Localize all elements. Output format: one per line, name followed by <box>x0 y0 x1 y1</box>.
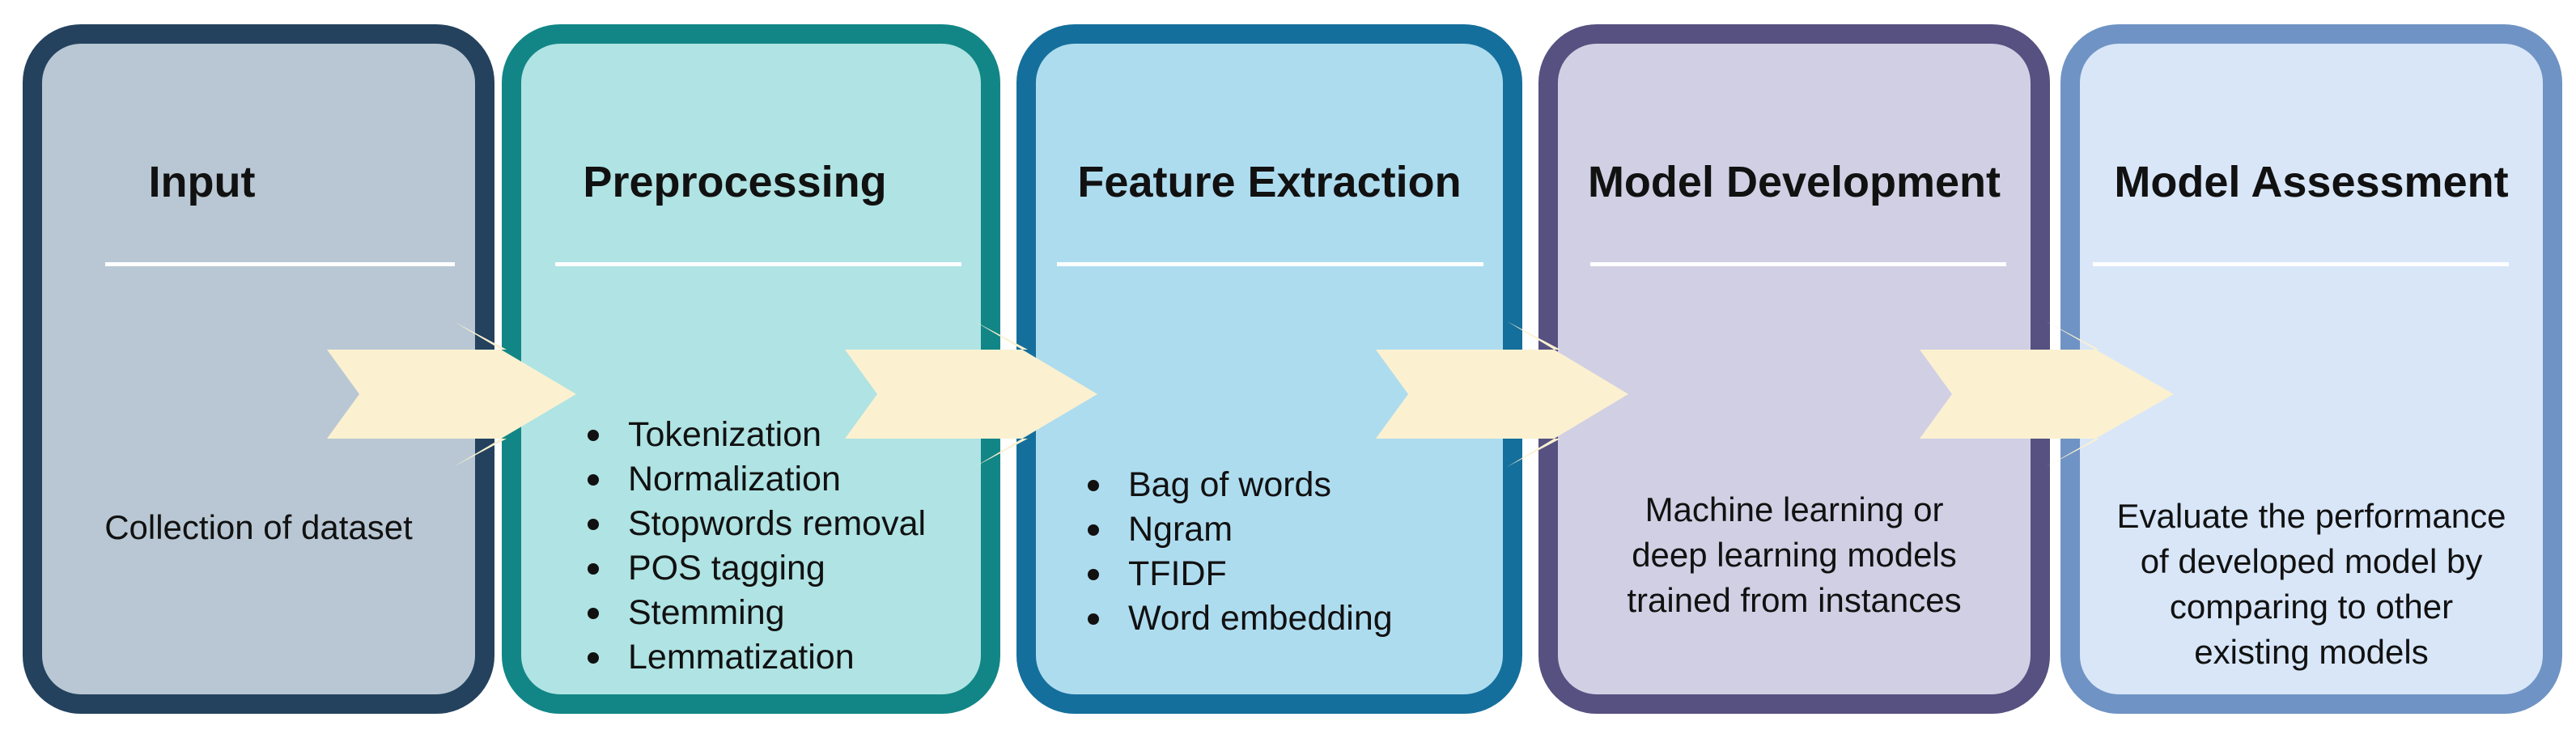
stage-description: Collection of dataset <box>42 505 475 550</box>
stage-description: Machine learning or deep learning models… <box>1558 487 2031 623</box>
stage-title: Model Development <box>1587 158 2001 206</box>
list-item: POS tagging <box>583 546 926 591</box>
stage-title: Feature Extraction <box>1077 158 1462 206</box>
description-line: comparing to other <box>2169 588 2454 626</box>
stage-panel-model-development: Model Development Machine learning or de… <box>1538 24 2050 714</box>
list-item: Normalization <box>583 457 926 502</box>
list-item: Stemming <box>583 591 926 635</box>
title-divider <box>555 262 961 266</box>
description-line: Collection of dataset <box>104 508 413 546</box>
title-divider <box>105 262 455 266</box>
stage-description: Evaluate the performance of developed mo… <box>2080 494 2543 675</box>
description-line: Machine learning or <box>1644 490 1944 528</box>
title-divider <box>1057 262 1483 266</box>
title-divider <box>1590 262 2006 266</box>
description-line: deep learning models <box>1632 536 1957 574</box>
technique-list: Bag of words Ngram TFIDF Word embedding <box>1083 463 1393 641</box>
stage-panel-model-assessment: Model Assessment Evaluate the performanc… <box>2060 24 2562 714</box>
list-item: Ngram <box>1083 507 1393 552</box>
stage-title: Input <box>148 158 256 206</box>
list-item: Word embedding <box>1083 596 1393 641</box>
stage-panel-feature-extraction: Feature Extraction Bag of words Ngram TF… <box>1016 24 1522 714</box>
list-item: Bag of words <box>1083 463 1393 507</box>
description-line: existing models <box>2194 633 2429 671</box>
stage-panel-input: Input Collection of dataset <box>23 24 494 714</box>
description-line: trained from instances <box>1627 581 1962 619</box>
stage-title: Preprocessing <box>583 158 887 206</box>
list-item: Lemmatization <box>583 635 926 680</box>
stage-title: Model Assessment <box>2114 158 2509 206</box>
stage-panel-preprocessing: Preprocessing Tokenization Normalization… <box>502 24 1000 714</box>
list-item: TFIDF <box>1083 552 1393 596</box>
description-line: of developed model by <box>2140 542 2483 580</box>
title-divider <box>2093 262 2509 266</box>
technique-list: Tokenization Normalization Stopwords rem… <box>583 413 926 680</box>
description-line: Evaluate the performance <box>2116 497 2506 535</box>
list-item: Stopwords removal <box>583 502 926 546</box>
list-item: Tokenization <box>583 413 926 457</box>
